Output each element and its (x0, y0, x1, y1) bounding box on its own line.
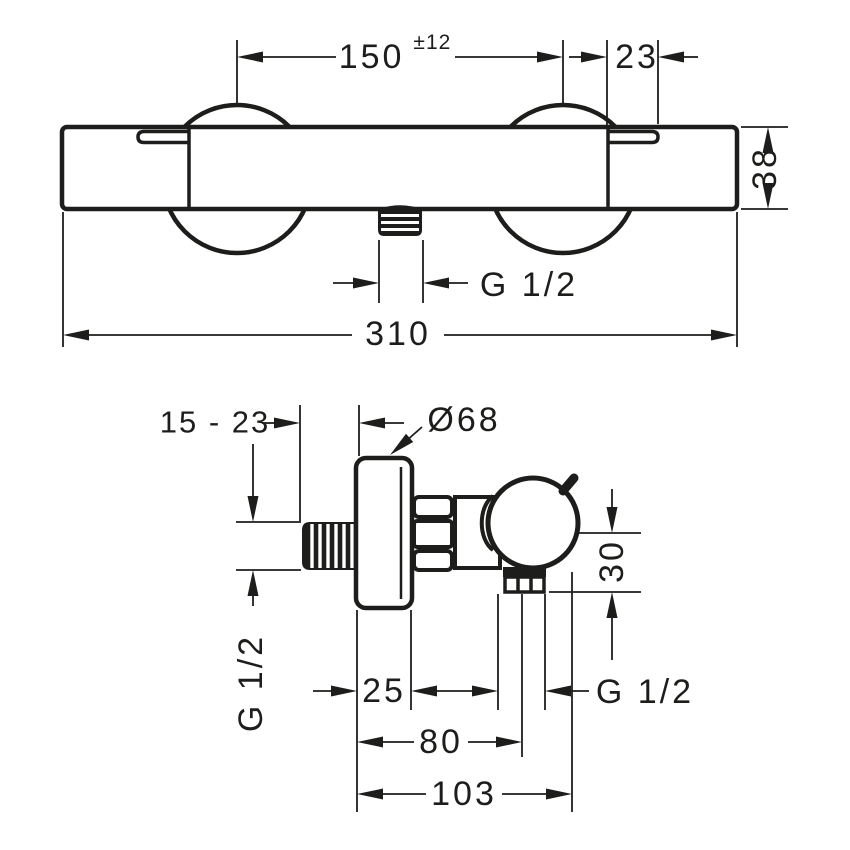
dim-center-distance-value: 150 (338, 38, 405, 76)
mixer-body (59, 124, 740, 212)
dim-outlet-axis-offset: 30 (593, 539, 631, 583)
outlet-collar (503, 567, 546, 577)
escutcheon (353, 455, 415, 611)
dim-escutcheon-depth: 25 (362, 672, 406, 710)
dim-outlet-projection: 80 (419, 723, 463, 761)
left-clip (136, 129, 190, 145)
front-view-linework (59, 102, 740, 256)
right-clip (607, 129, 660, 145)
dim-overall-projection: 103 (431, 775, 497, 813)
side-view-dimensions (236, 405, 641, 812)
dim-center-distance-tolerance: ±12 (413, 31, 452, 54)
dim-outlet-thread-front: G 1/2 (479, 266, 579, 304)
dim-clip-width: 23 (615, 38, 659, 76)
outlet-hex (503, 575, 546, 594)
dim-outlet-thread-side: G 1/2 (595, 673, 695, 711)
dim-wall-distance-range: 15 - 23 (159, 404, 271, 440)
side-view-linework (302, 455, 581, 611)
front-view-dimensions (62, 40, 788, 347)
dim-center-distance: 150 ±12 (338, 32, 452, 76)
outlet-stub (378, 205, 422, 236)
dim-supply-thread-side: G 1/2 (232, 633, 270, 733)
dim-overall-width: 310 (365, 315, 431, 353)
dim-escutcheon-diameter: Ø68 (427, 401, 501, 439)
dim-body-height: 38 (746, 146, 784, 190)
handle-lever-pin (558, 473, 579, 496)
hex-nut (412, 495, 454, 519)
